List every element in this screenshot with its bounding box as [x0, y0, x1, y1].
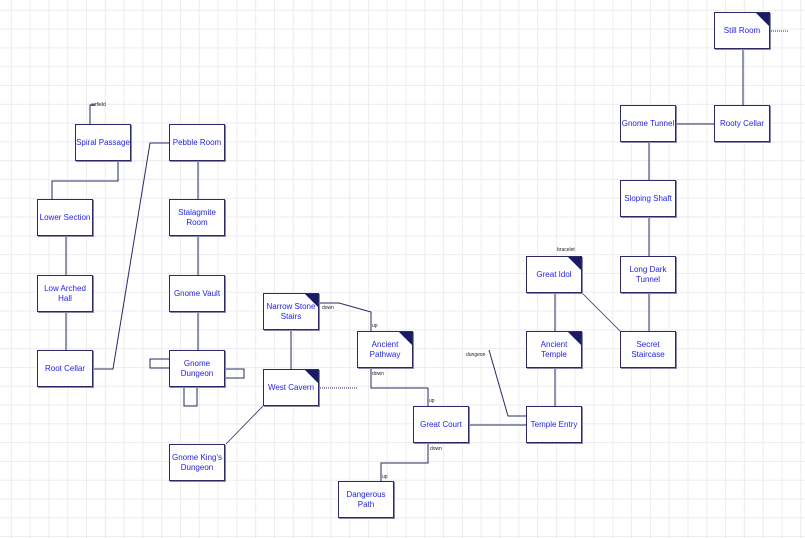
room-gnome-kings-dungeon[interactable]: Gnome King's Dungeon [169, 444, 225, 481]
conn-cavern-kings [225, 405, 264, 445]
label-up: up [382, 474, 388, 480]
room-great-idol[interactable]: Great Idol [526, 256, 582, 293]
room-narrow-stone-stairs[interactable]: Narrow Stone Stairs [263, 293, 319, 330]
room-rooty-cellar[interactable]: Rooty Cellar [714, 105, 770, 142]
room-spiral-passage[interactable]: Spiral Passage [75, 124, 131, 161]
label-airfield: airfield [91, 102, 106, 108]
room-stalagmite-room[interactable]: Stalagmite Room [169, 199, 225, 236]
label-down: down [372, 371, 384, 377]
room-secret-staircase[interactable]: Secret Staircase [620, 331, 676, 368]
conn-idol-secret [582, 293, 621, 332]
conn-dungeon-loop-w [149, 358, 169, 369]
room-ancient-pathway[interactable]: Ancient Pathway [357, 331, 413, 368]
room-dangerous-path[interactable]: Dangerous Path [338, 481, 394, 518]
room-still-room[interactable]: Still Room [714, 12, 770, 49]
room-long-dark-tunnel[interactable]: Long Dark Tunnel [620, 256, 676, 293]
label-up: up [372, 323, 378, 329]
conn-dungeon-loop-e [226, 368, 245, 379]
room-temple-entry[interactable]: Temple Entry [526, 406, 582, 443]
label-dungeon: dungeon [466, 352, 486, 358]
room-gnome-dungeon[interactable]: Gnome Dungeon [169, 350, 225, 387]
label-bracelet: bracelet [557, 247, 575, 253]
label-up: up [429, 398, 435, 404]
room-sloping-shaft[interactable]: Sloping Shaft [620, 180, 676, 217]
room-low-arched-hall[interactable]: Low Arched Hall [37, 275, 93, 312]
conn-spiral-lower [51, 162, 119, 199]
room-root-cellar[interactable]: Root Cellar [37, 350, 93, 387]
conn-court-dangerous [380, 444, 429, 481]
conn-root-pebble [94, 142, 169, 370]
room-ancient-temple[interactable]: Ancient Temple [526, 331, 582, 368]
conn-stairs-pathway [320, 302, 372, 331]
room-lower-section[interactable]: Lower Section [37, 199, 93, 236]
conn-temple-dungeon [488, 349, 526, 417]
conn-pathway-court [370, 369, 429, 406]
room-gnome-tunnel[interactable]: Gnome Tunnel [620, 105, 676, 142]
room-gnome-vault[interactable]: Gnome Vault [169, 275, 225, 312]
room-pebble-room[interactable]: Pebble Room [169, 124, 225, 161]
conn-spiral-airfield [89, 104, 95, 124]
room-west-cavern[interactable]: West Cavern [263, 369, 319, 406]
conn-dungeon-loop-s [183, 388, 198, 407]
room-great-court[interactable]: Great Court [413, 406, 469, 443]
label-down: down [322, 305, 334, 311]
label-down: down [430, 446, 442, 452]
